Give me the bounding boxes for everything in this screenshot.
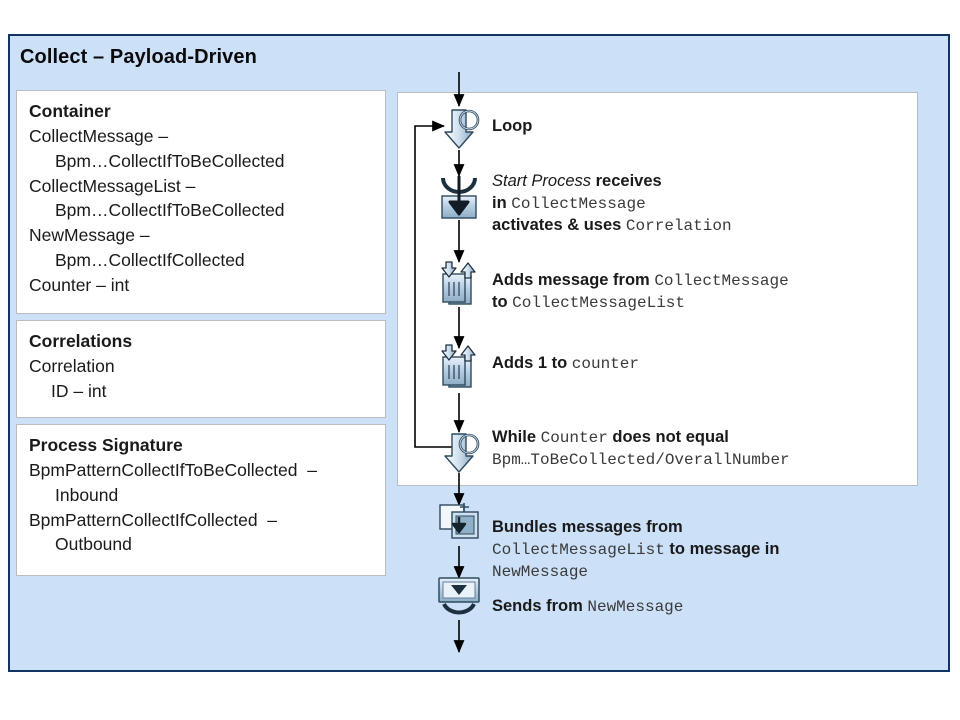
bundle-prefix: Bundles messages from xyxy=(492,518,683,536)
panel-signature-line-3: BpmPatternCollectIfCollected – xyxy=(29,509,278,530)
flow-step-add-counter-line-1: Adds 1 to counter xyxy=(492,353,639,375)
add-counter-target: counter xyxy=(571,355,639,373)
panel-correlations: Correlations Correlation ID – int xyxy=(16,320,386,418)
start-process-in: in xyxy=(492,193,512,212)
flow-step-send-label: Sends from NewMessage xyxy=(492,596,683,618)
flow-step-start-process-line-2: in CollectMessage xyxy=(492,193,732,215)
flow-step-add-message-line-2: to CollectMessageList xyxy=(492,292,789,314)
add-message-to: to xyxy=(492,293,513,312)
flow-step-loop-label: Loop xyxy=(492,116,532,138)
while-condition: does not equal xyxy=(607,428,729,446)
flow-step-start-process-line-3: activates & uses Correlation xyxy=(492,215,732,237)
panel-signature-line-4: Outbound xyxy=(55,534,132,555)
panel-process-signature: Process Signature BpmPatternCollectIfToB… xyxy=(16,424,386,576)
add-counter-prefix: Adds 1 to xyxy=(492,354,572,372)
send-source: NewMessage xyxy=(587,598,684,616)
while-prefix: While xyxy=(492,428,541,446)
flow-step-add-message-line-1: Adds message from CollectMessage xyxy=(492,270,789,292)
flow-step-bundle-label: Bundles messages from CollectMessageList… xyxy=(492,517,779,583)
while-counter: Counter xyxy=(540,429,608,447)
add-message-prefix: Adds message from xyxy=(492,271,655,289)
start-process-receives: receives xyxy=(591,172,662,190)
panel-correlations-heading: Correlations xyxy=(29,331,133,351)
start-process-emphasis: Start Process xyxy=(492,172,592,190)
panel-signature-line-2: Inbound xyxy=(55,484,119,505)
flow-step-start-process-label: Start Process receives in CollectMessage… xyxy=(492,171,732,237)
flow-step-start-process-line-1: Start Process receives xyxy=(492,171,732,193)
flow-step-add-counter-label: Adds 1 to counter xyxy=(492,353,639,375)
panel-container-line-1: CollectMessage – xyxy=(29,125,169,146)
add-message-source: CollectMessage xyxy=(654,272,789,290)
add-message-target: CollectMessageList xyxy=(512,294,685,313)
flow-step-send-line-1: Sends from NewMessage xyxy=(492,596,683,618)
page-title: Collect – Payload-Driven xyxy=(20,46,257,68)
bundle-source: CollectMessageList xyxy=(492,540,665,559)
panel-signature-line-1: BpmPatternCollectIfToBeCollected – xyxy=(29,459,317,480)
panel-container-line-2: Bpm…CollectIfToBeCollected xyxy=(55,150,285,171)
flow-step-bundle-line-1: Bundles messages from xyxy=(492,517,779,539)
panel-container-line-4: Bpm…CollectIfToBeCollected xyxy=(55,200,285,221)
flow-step-while-line-1: While Counter does not equal xyxy=(492,427,790,449)
start-process-correlation: Correlation xyxy=(625,216,732,235)
send-prefix: Sends from xyxy=(492,597,588,615)
panel-signature-heading: Process Signature xyxy=(29,435,183,455)
panel-correlations-line-2: ID – int xyxy=(51,380,107,401)
bundle-to-message-in: to message in xyxy=(664,539,780,558)
while-overall-number: Bpm…ToBeCollected/OverallNumber xyxy=(492,451,790,470)
panel-container: Container CollectMessage – Bpm…CollectIf… xyxy=(16,90,386,314)
start-process-collect-message: CollectMessage xyxy=(511,194,646,213)
flow-step-add-message-label: Adds message from CollectMessage to Coll… xyxy=(492,270,789,314)
panel-correlations-line-1: Correlation xyxy=(29,355,115,376)
panel-container-heading: Container xyxy=(29,101,111,121)
panel-container-line-6: Bpm…CollectIfCollected xyxy=(55,250,245,271)
flow-step-bundle-line-2: CollectMessageList to message in xyxy=(492,539,779,561)
bundle-target: NewMessage xyxy=(492,562,589,581)
flow-step-bundle-line-3: NewMessage xyxy=(492,561,779,583)
flow-step-loop-line-1: Loop xyxy=(492,117,533,135)
flow-step-while-label: While Counter does not equal Bpm…ToBeCol… xyxy=(492,427,790,471)
flow-step-while-line-2: Bpm…ToBeCollected/OverallNumber xyxy=(492,449,790,471)
panel-container-line-5: NewMessage – xyxy=(29,225,150,246)
start-process-activates: activates & uses xyxy=(492,215,626,234)
panel-container-line-7: Counter – int xyxy=(29,274,130,295)
panel-container-line-3: CollectMessageList – xyxy=(29,175,196,196)
panel-loop-region xyxy=(397,92,918,486)
